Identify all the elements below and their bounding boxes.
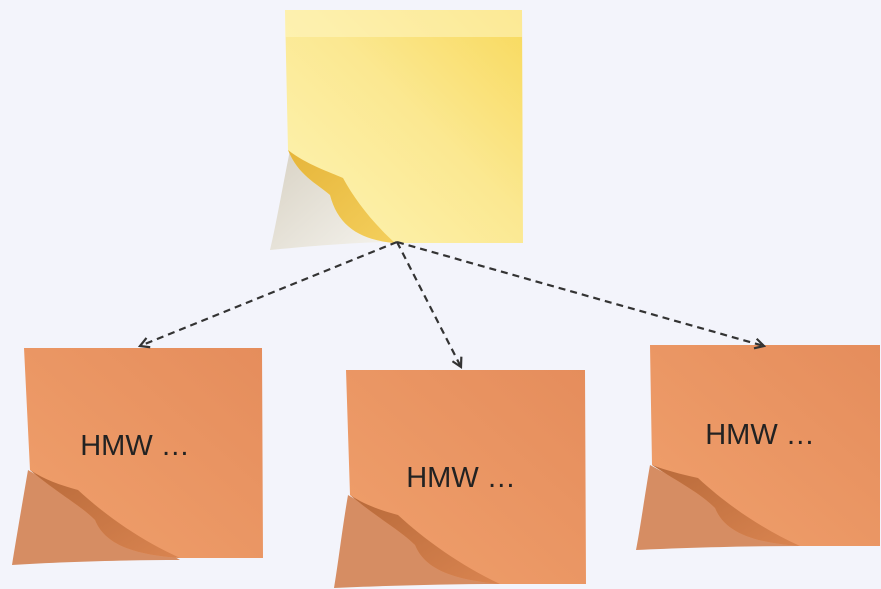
child-note-right <box>636 345 880 550</box>
root-note-top-band <box>285 10 522 37</box>
child-note-right-curl <box>652 465 800 546</box>
connector-arrow-center <box>396 241 461 367</box>
root-sticky-note <box>270 10 523 250</box>
child-note-left-label: HMW … <box>80 430 190 462</box>
connector-arrow-left <box>140 240 398 346</box>
child-note-center-curl <box>350 495 500 584</box>
connector-arrow-right <box>396 240 764 346</box>
child-note-right-label: HMW … <box>705 419 815 451</box>
root-note-curl <box>288 150 395 243</box>
child-note-left <box>12 348 263 565</box>
child-note-center-label: HMW … <box>406 462 516 494</box>
connectors <box>140 240 764 367</box>
child-note-center <box>334 370 586 588</box>
child-note-left-curl <box>30 470 180 558</box>
